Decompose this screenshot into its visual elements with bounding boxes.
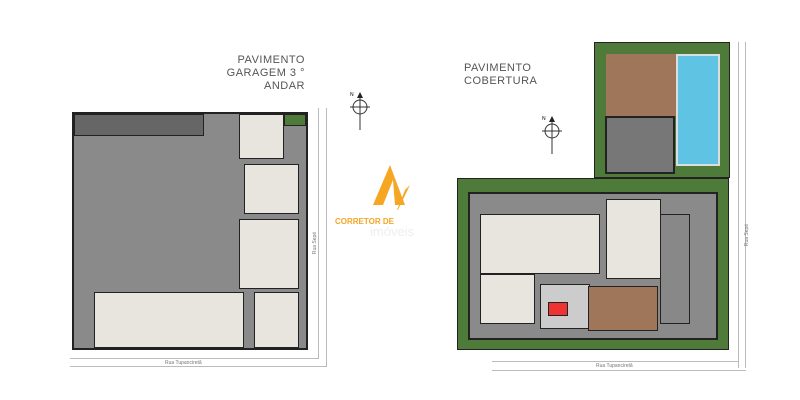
deck (606, 54, 676, 116)
left-title-line1: PAVIMENTO (237, 54, 305, 66)
left-street-side: Rua Sepé (312, 231, 319, 255)
left-street-bottom: Rua Tupanciretã (165, 360, 202, 366)
compass-label: N (350, 92, 354, 98)
pool (676, 54, 720, 166)
left-title-line2: GARAGEM 3 ° ANDAR (226, 67, 305, 92)
right-title-line2: COBERTURA (464, 75, 538, 87)
garage-floor-plan (72, 112, 308, 350)
watermark-logo: CORRETOR DE imóveis (330, 160, 430, 240)
north-compass-icon: N (348, 92, 372, 132)
right-title-line1: PAVIMENTO (464, 62, 532, 74)
right-street-bottom: Rua Tupanciretã (596, 363, 633, 369)
compass-label: N (542, 116, 546, 122)
watermark-line2: imóveis (370, 224, 415, 239)
right-street-side: Rua Sepé (744, 223, 751, 247)
watermark-line1: CORRETOR DE (335, 217, 394, 226)
north-compass-icon: N (540, 116, 564, 156)
rooftop-floor-plan (468, 192, 718, 340)
